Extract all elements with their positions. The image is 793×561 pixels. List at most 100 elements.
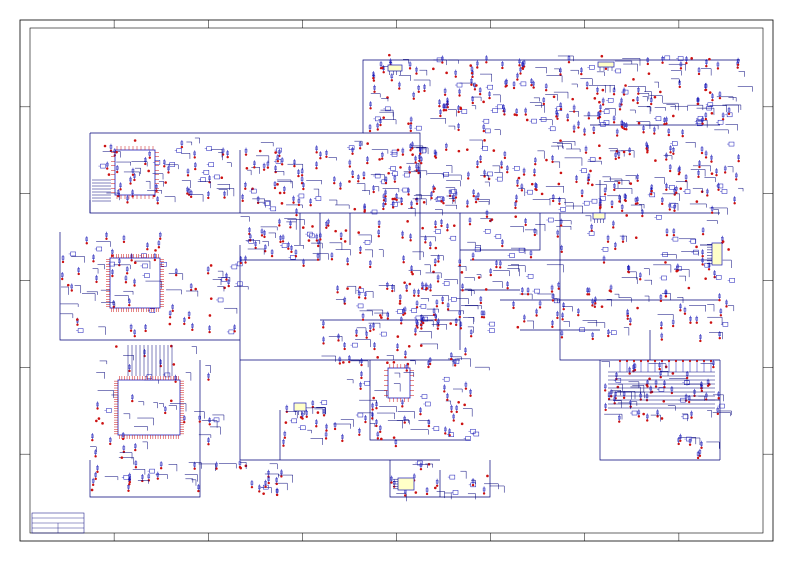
component-body: [409, 144, 412, 148]
pin-dot: [94, 455, 97, 458]
pin-dot: [705, 64, 708, 68]
pin-dot: [443, 390, 446, 393]
pin-dot: [566, 119, 569, 122]
pin-dot: [419, 467, 423, 471]
component-body: [129, 177, 132, 182]
component-body: [458, 89, 461, 94]
pin-dot: [562, 307, 565, 311]
pin-dot: [174, 273, 178, 277]
pin-dot: [477, 276, 481, 279]
pin-dot: [379, 66, 383, 70]
component-body: [524, 219, 527, 223]
pin-dot: [647, 72, 651, 75]
component-body: [364, 416, 367, 420]
component-body: [700, 382, 703, 386]
pin-dot: [559, 73, 562, 76]
component-body: [468, 218, 472, 222]
pin-dot: [322, 414, 326, 417]
pin-dot: [660, 417, 664, 420]
pin-dot: [697, 175, 700, 179]
pin-dot: [636, 101, 639, 105]
component-body: [373, 343, 376, 347]
pin-dot: [264, 485, 267, 488]
pin-dot: [433, 155, 437, 158]
pin-dot: [589, 169, 592, 173]
pin-dot: [183, 322, 186, 326]
pin-dot: [476, 165, 479, 169]
pin-dot: [584, 151, 588, 154]
pin-dot: [115, 345, 118, 348]
component-body: [711, 94, 714, 98]
pin-dot: [390, 481, 393, 484]
pin-dot: [596, 117, 600, 120]
pin-dot: [606, 240, 610, 243]
component-body: [449, 353, 453, 357]
component-body: [415, 198, 419, 202]
pin-dot: [526, 293, 530, 296]
pin-dot: [667, 359, 671, 363]
pin-dot: [486, 474, 489, 478]
pin-dot: [515, 200, 518, 203]
pin-dot: [414, 491, 418, 494]
pin-dot: [721, 118, 725, 121]
pin-dot: [577, 313, 580, 317]
component-body: [479, 297, 483, 301]
pin-dot: [572, 130, 576, 133]
component-body: [637, 410, 641, 415]
pin-dot: [386, 287, 389, 290]
pin-dot: [275, 482, 278, 486]
pin-dot: [660, 359, 664, 363]
wire: [599, 360, 720, 461]
pin-dot: [325, 155, 328, 159]
component-body: [551, 156, 554, 160]
component-body: [661, 57, 664, 61]
pin-dot: [239, 261, 243, 265]
pin-dot: [586, 293, 589, 296]
component-body: [615, 373, 618, 377]
component-body: [557, 283, 560, 287]
pin-dot: [131, 173, 135, 176]
pin-dot: [111, 274, 114, 278]
pin-dot: [392, 485, 396, 488]
component-body: [363, 204, 366, 208]
pin-dot: [274, 151, 277, 154]
pin-dot: [131, 399, 134, 403]
component-body: [174, 376, 177, 380]
pin-dot: [520, 189, 524, 192]
component-body: [534, 158, 537, 162]
pin-dot: [628, 372, 631, 375]
component-body: [529, 251, 533, 255]
component-body: [337, 334, 340, 339]
pin-dot: [639, 278, 642, 281]
pin-dot: [675, 191, 678, 194]
component-body: [459, 322, 463, 327]
component-body: [122, 446, 126, 450]
pin-dot: [61, 277, 64, 281]
component-body: [544, 84, 548, 88]
wire-network: [59, 59, 740, 498]
component-body: [429, 284, 432, 289]
component-body: [687, 396, 691, 400]
pin-dot: [399, 166, 402, 169]
pin-dot: [128, 482, 131, 486]
pin-dot: [325, 226, 328, 229]
component-body: [325, 222, 328, 226]
component-body: [612, 88, 616, 92]
pin-dot: [414, 333, 417, 336]
component-body: [270, 250, 274, 254]
pin-dot: [403, 421, 406, 424]
pin-dot: [419, 412, 422, 416]
pin-dot: [715, 173, 718, 177]
component-body: [721, 237, 724, 241]
component-body: [358, 142, 362, 146]
pin-dot: [555, 115, 558, 118]
pin-dot: [646, 359, 650, 363]
pin-dot: [410, 206, 413, 209]
component-body: [474, 196, 478, 200]
component-body: [501, 62, 504, 66]
pin-dot: [673, 209, 676, 212]
component-body: [649, 98, 653, 102]
component-body: [567, 56, 571, 60]
component-body: [660, 198, 664, 202]
pin-dot: [679, 439, 682, 443]
